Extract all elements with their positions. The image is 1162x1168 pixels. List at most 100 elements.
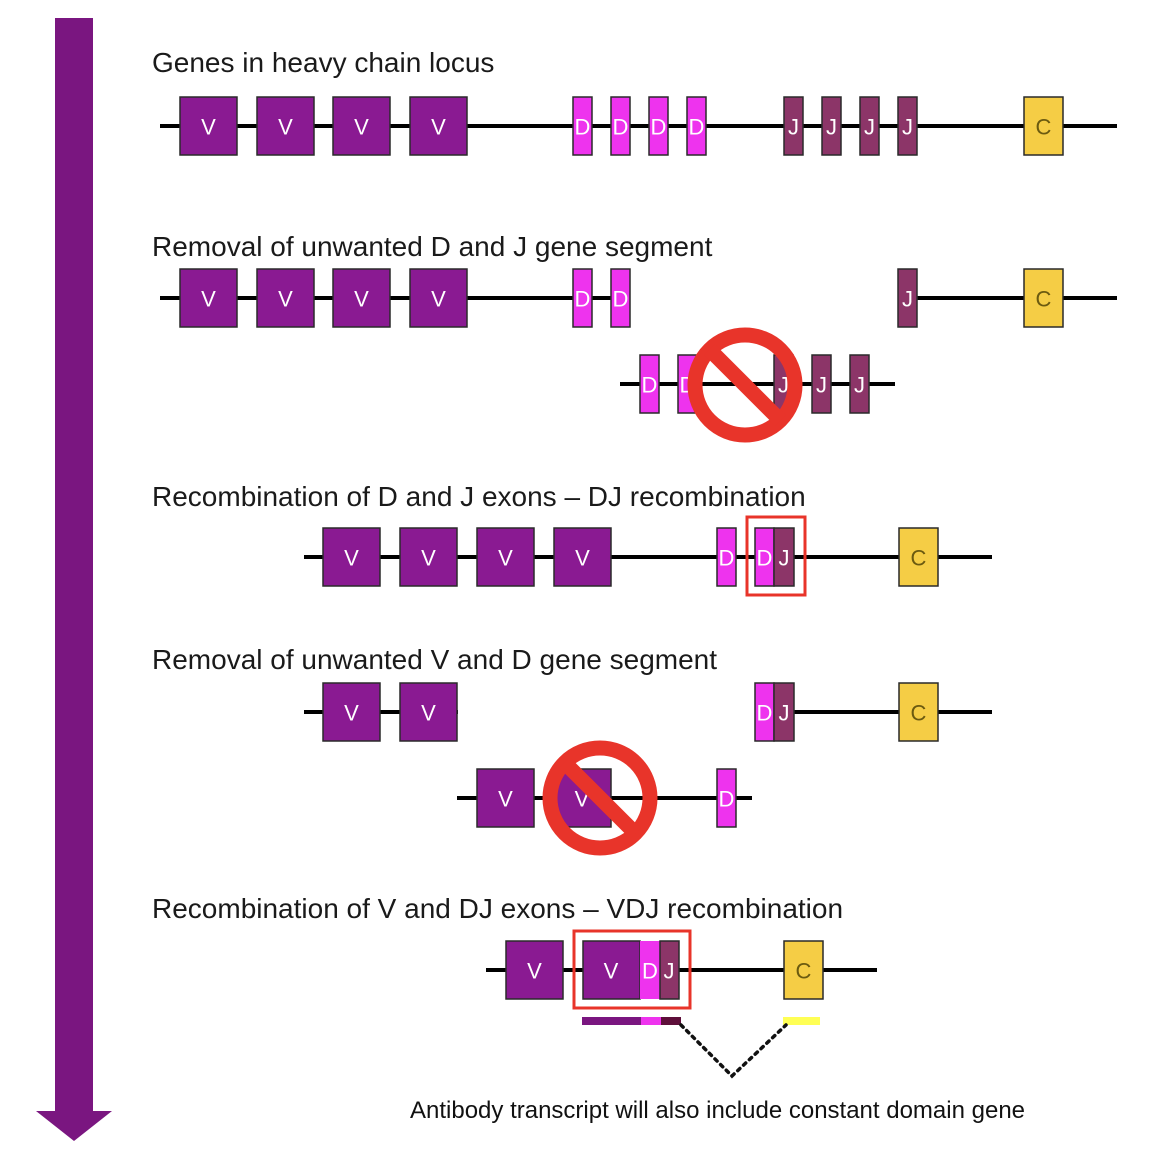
gene-label: V	[354, 287, 369, 312]
gene-label: V	[201, 287, 216, 312]
gene-segment-v: V	[399, 682, 458, 742]
gene-label: D	[757, 701, 773, 726]
gene-segment-v: V	[505, 940, 564, 1000]
gene-segment-d: D	[610, 96, 631, 156]
gene-segment-j: J	[859, 96, 880, 156]
gene-label: D	[613, 115, 629, 140]
gene-segment-v: V	[256, 96, 315, 156]
gene-segment-v: V	[332, 96, 391, 156]
gene-segment-v: V	[409, 268, 468, 328]
gene-segment-v: V	[399, 527, 458, 587]
gene-segment-c: C	[1023, 268, 1064, 328]
gene-segment-v: V	[476, 527, 535, 587]
gene-label: D	[613, 287, 629, 312]
gene-label: V	[498, 787, 513, 812]
gene-segment-v: V	[179, 96, 238, 156]
gene-label: V	[431, 115, 446, 140]
step-title-3: Recombination of D and J exons – DJ reco…	[152, 481, 806, 512]
gene-segment-d: D	[572, 96, 593, 156]
gene-label: V	[278, 115, 293, 140]
gene-segment-c: C	[898, 527, 939, 587]
dj-highlight-box	[745, 515, 807, 597]
gene-label: V	[527, 959, 542, 984]
gene-label: V	[421, 546, 436, 571]
gene-label: D	[651, 115, 667, 140]
gene-segment-c: C	[783, 940, 824, 1000]
gene-segment-d: D	[610, 268, 631, 328]
gene-label: D	[575, 287, 591, 312]
gene-segment-d: D	[572, 268, 593, 328]
gene-label: C	[796, 959, 812, 984]
gene-label: D	[689, 115, 705, 140]
gene-segment-v: V	[332, 268, 391, 328]
splice-connector	[679, 1023, 788, 1079]
gene-label: V	[344, 701, 359, 726]
vdj-highlight-box	[572, 929, 692, 1010]
gene-label: C	[911, 701, 927, 726]
gene-segment-j: J	[897, 96, 918, 156]
prohibition-icon	[542, 740, 658, 856]
gene-label: V	[575, 546, 590, 571]
constant-transcript-bar	[783, 1017, 820, 1025]
gene-label: V	[604, 959, 619, 984]
step-title-4: Removal of unwanted V and D gene segment	[152, 644, 717, 675]
gene-segment-j: J	[849, 354, 870, 414]
gene-segment-v: V	[179, 268, 238, 328]
gene-label: V	[354, 115, 369, 140]
gene-segment-d: D	[716, 527, 737, 587]
gene-label: C	[911, 546, 927, 571]
gene-segment-j: J	[821, 96, 842, 156]
gene-segment-d: D	[639, 354, 660, 414]
gene-segment-j: J	[897, 268, 918, 328]
gene-label: J	[664, 959, 675, 984]
gene-segment-d: D	[754, 682, 775, 742]
gene-segment-c: C	[1023, 96, 1064, 156]
down-arrow-icon	[36, 18, 112, 1141]
step-title-1: Genes in heavy chain locus	[152, 47, 494, 78]
prohibition-icon	[687, 327, 803, 443]
gene-label: V	[201, 115, 216, 140]
gene-segment-c: C	[898, 682, 939, 742]
gene-label: J	[902, 287, 913, 312]
gene-segment-v: V	[409, 96, 468, 156]
gene-label: D	[575, 115, 591, 140]
gene-segment-v: V	[553, 527, 612, 587]
gene-segment-d: D	[716, 768, 737, 828]
gene-label: J	[826, 115, 837, 140]
gene-label: D	[719, 546, 735, 571]
gene-label: C	[1036, 115, 1052, 140]
gene-label: J	[854, 373, 865, 398]
transcript-caption: Antibody transcript will also include co…	[410, 1097, 1025, 1124]
gene-label: J	[902, 115, 913, 140]
gene-segment-v: V	[476, 768, 535, 828]
gene-label: J	[788, 115, 799, 140]
gene-segment-d: D	[754, 527, 775, 587]
gene-label: D	[642, 373, 658, 398]
gene-label: J	[864, 115, 875, 140]
gene-label: C	[1036, 287, 1052, 312]
gene-segment-d: D	[648, 96, 669, 156]
gene-segment-j: J	[783, 96, 804, 156]
gene-segment-d: D	[686, 96, 707, 156]
gene-label: V	[344, 546, 359, 571]
step-title-5: Recombination of V and DJ exons – VDJ re…	[152, 893, 843, 924]
gene-label: D	[757, 546, 773, 571]
gene-label: J	[778, 373, 789, 398]
step-title-2: Removal of unwanted D and J gene segment	[152, 231, 713, 262]
gene-segment-v: V	[322, 527, 381, 587]
gene-segment-v: V	[256, 268, 315, 328]
gene-label: V	[278, 287, 293, 312]
gene-label: J	[779, 701, 790, 726]
gene-segment-j: J	[773, 527, 795, 587]
transcript-bar	[582, 1017, 681, 1025]
gene-label: D	[642, 959, 658, 984]
gene-label: V	[431, 287, 446, 312]
gene-segment-j: J	[811, 354, 832, 414]
gene-segment-j: J	[773, 682, 795, 742]
gene-label: V	[421, 701, 436, 726]
gene-label: V	[498, 546, 513, 571]
gene-label: J	[816, 373, 827, 398]
gene-segment-v: V	[322, 682, 381, 742]
